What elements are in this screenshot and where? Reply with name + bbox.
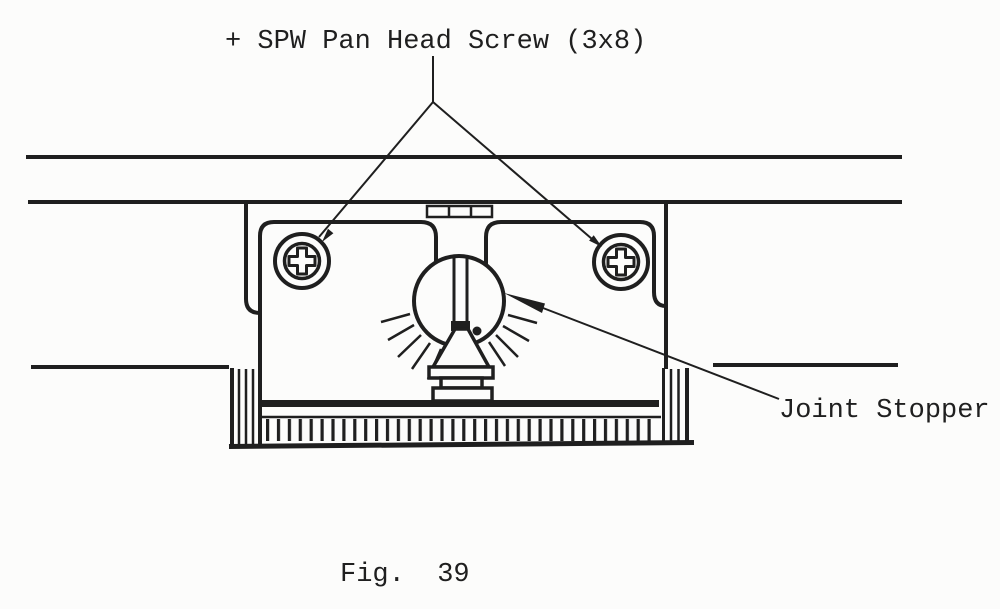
stopper-plate xyxy=(258,220,667,446)
phillips-screw-left xyxy=(273,232,331,290)
phillips-screw-right xyxy=(592,233,650,291)
bracket-outer-left xyxy=(244,204,261,315)
stopper-dot xyxy=(472,326,482,336)
screw-leader xyxy=(318,56,602,247)
stopper-base-stack xyxy=(427,365,495,403)
screw-label-text: + SPW Pan Head Screw (3x8) xyxy=(225,27,646,57)
rail-teeth xyxy=(262,419,656,441)
stopper-slot xyxy=(451,258,470,331)
rail-left-hatch xyxy=(230,368,255,446)
rail-bottom-edge xyxy=(228,440,695,449)
rail-right-hatch xyxy=(662,368,689,444)
joint-stopper-label-text: Joint Stopper xyxy=(779,396,990,426)
arrowhead-stopper xyxy=(504,293,545,313)
figure-caption-text: Fig. 39 xyxy=(340,560,470,590)
mounting-tab xyxy=(425,204,494,219)
arrowhead-left xyxy=(322,228,334,242)
arrowhead-right xyxy=(589,235,602,247)
stopper-leader xyxy=(504,293,780,400)
